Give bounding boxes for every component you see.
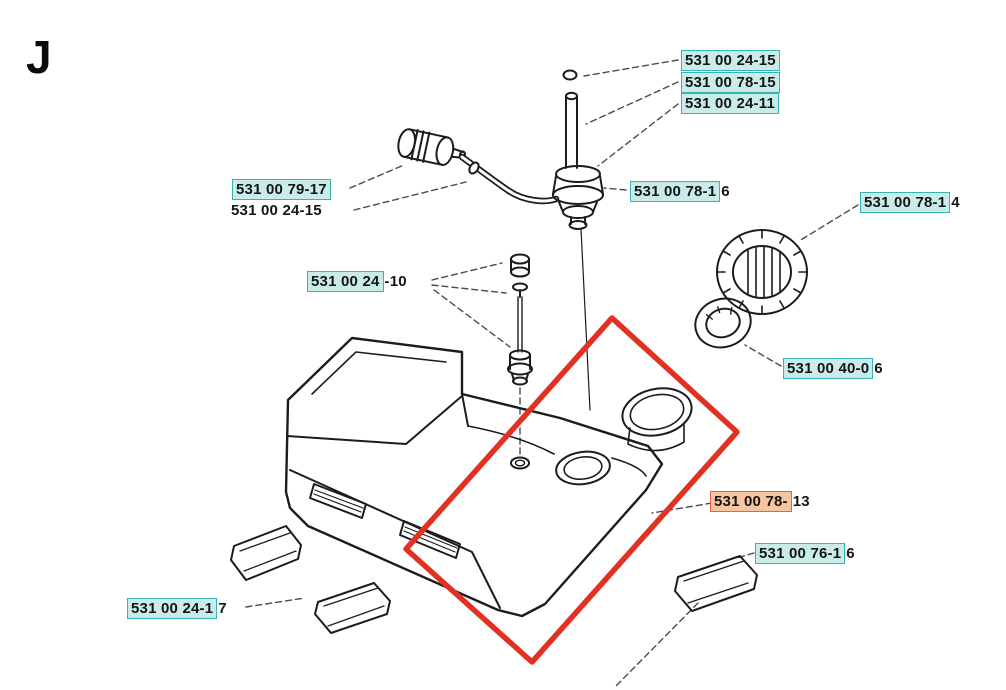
part-number-tail: 13 xyxy=(792,493,810,510)
pipe-clip xyxy=(562,69,578,81)
part-number: 531 00 76-1 xyxy=(755,543,846,564)
part-number: 531 00 79-17 xyxy=(232,179,331,200)
part-number-tail: -10 xyxy=(384,273,407,290)
grommet-strip-right xyxy=(674,555,758,612)
filler-neck xyxy=(555,450,611,486)
fuel-cap xyxy=(716,229,808,315)
cap-retainer-ring xyxy=(694,297,752,349)
part-number-tail: 7 xyxy=(218,600,227,617)
leader-lines xyxy=(245,59,859,687)
part-number: 531 00 24-11 xyxy=(681,93,779,114)
vent-pipe xyxy=(565,95,578,169)
part-label-79-17: 531 00 79-17 xyxy=(232,179,332,200)
part-number: 531 00 78-1 xyxy=(630,181,721,202)
grommet-strip-left-1 xyxy=(230,525,302,581)
tank-grip-strip-1 xyxy=(309,483,367,519)
part-number-tail: 6 xyxy=(721,183,730,200)
grommet-strip-left-2 xyxy=(314,582,391,634)
tank-cap-installed xyxy=(621,387,693,437)
vent-hole xyxy=(510,456,530,470)
part-number-tail xyxy=(779,95,780,112)
part-number: 531 00 24 xyxy=(307,271,384,292)
fuel-tank-body xyxy=(284,336,693,618)
part-label-24-15-b: 531 00 24-15 xyxy=(230,202,322,219)
part-number-tail xyxy=(780,74,781,91)
part-label-78-13: 531 00 78-13 xyxy=(710,491,810,512)
part-number-tail xyxy=(780,52,781,69)
part-number: 531 00 24-15 xyxy=(681,50,780,71)
section-letter: J xyxy=(26,31,53,83)
part-number-tail: 4 xyxy=(951,194,960,211)
part-label-24-15-a: 531 00 24-15 xyxy=(681,50,781,71)
tank-grip-strip-2 xyxy=(399,520,461,559)
part-number: 531 00 78-1 xyxy=(860,192,951,213)
fuel-filter xyxy=(397,128,466,166)
part-number-tail: 6 xyxy=(874,360,883,377)
part-number: 531 00 78-15 xyxy=(681,72,780,93)
part-number-tail: 6 xyxy=(846,545,855,562)
part-number: 531 00 24-1 xyxy=(127,598,218,619)
part-label-24-10: 531 00 24-10 xyxy=(307,271,407,292)
part-number: 531 00 40-0 xyxy=(783,358,874,379)
part-number: 531 00 78- xyxy=(710,491,792,512)
red-callout-box xyxy=(403,315,740,665)
tank-vent-parts xyxy=(507,253,533,386)
fuel-hose xyxy=(458,153,560,205)
part-number-tail: 531 00 24-15 xyxy=(231,202,322,219)
part-label-78-15: 531 00 78-15 xyxy=(681,72,781,93)
part-label-24-11: 531 00 24-11 xyxy=(681,93,780,114)
part-number-tail xyxy=(331,181,332,198)
tank-outlet-valve xyxy=(552,69,604,411)
hose-clip xyxy=(468,161,480,175)
